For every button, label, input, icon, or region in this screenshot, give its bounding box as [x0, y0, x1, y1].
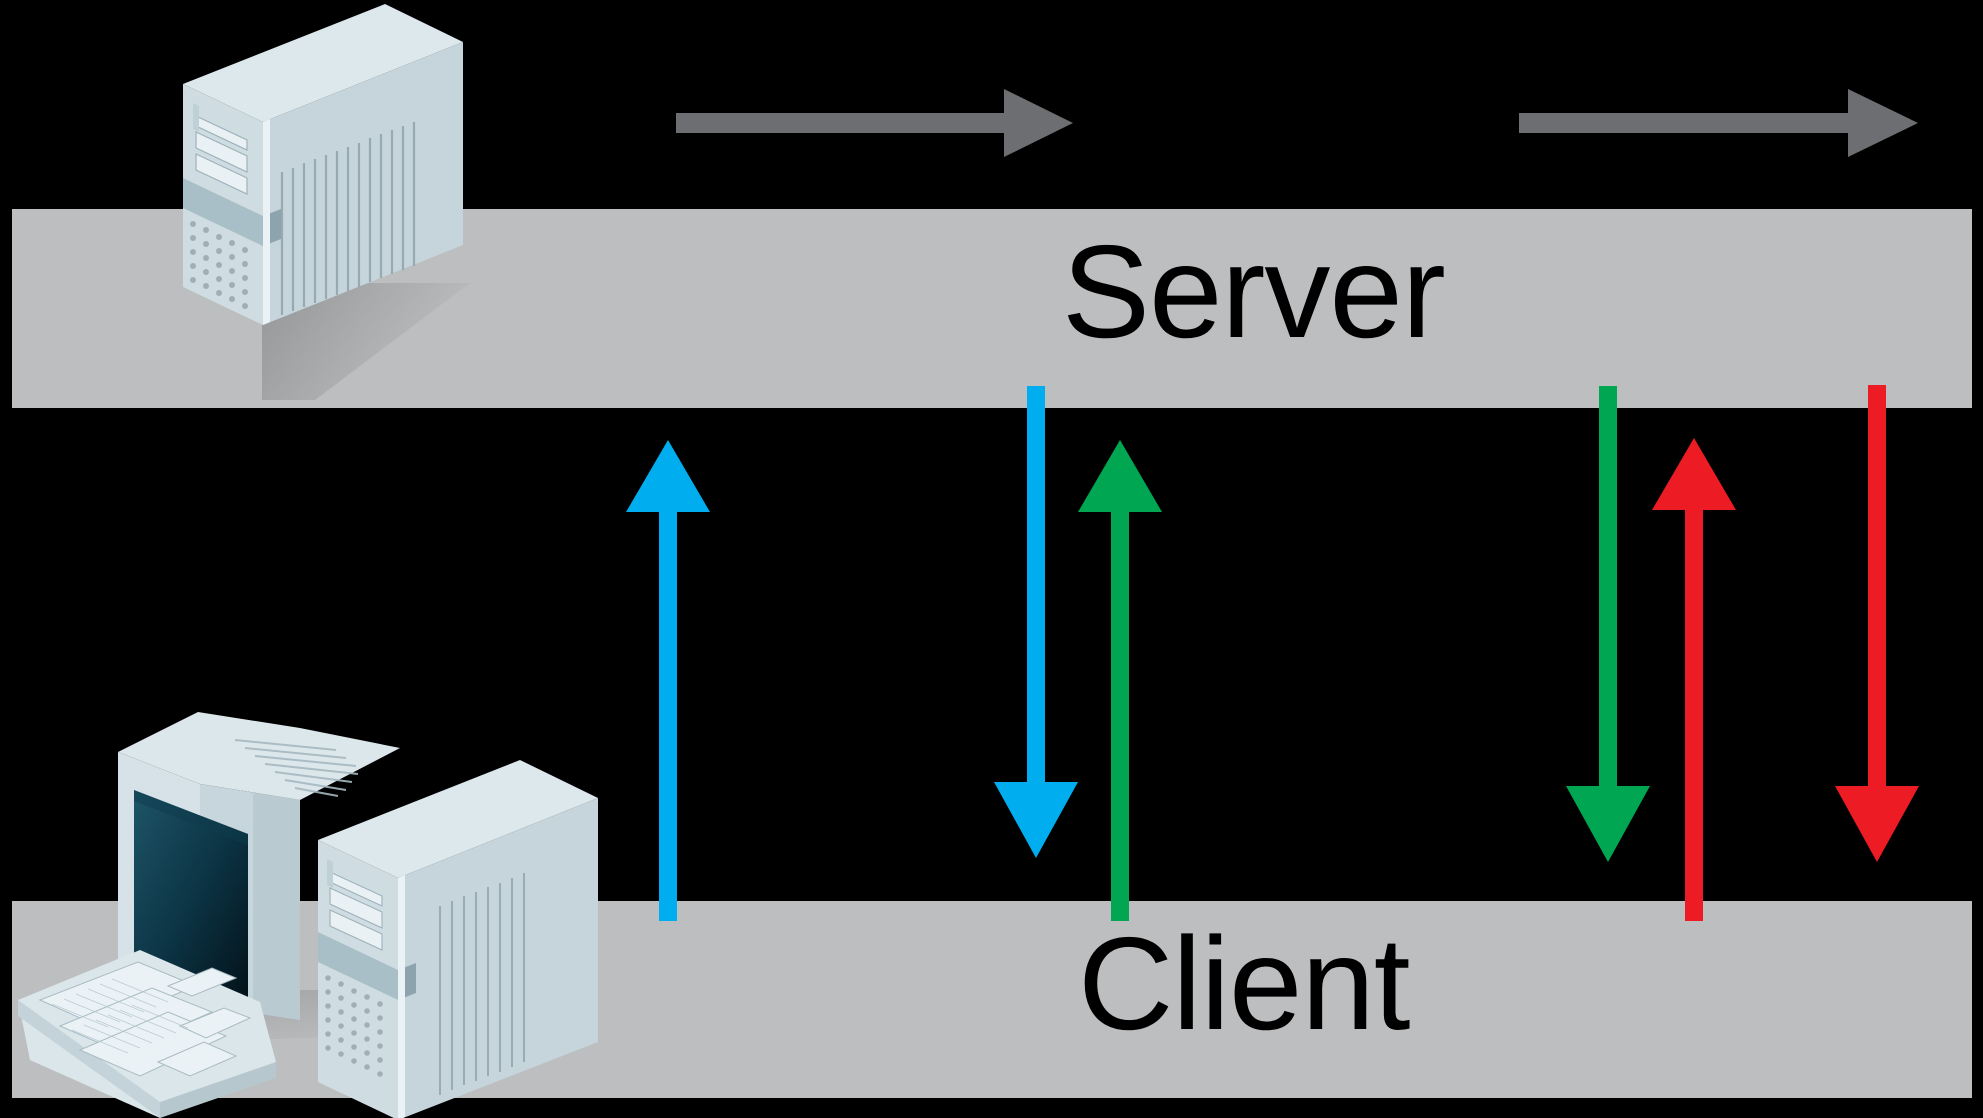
blue-arrow-down: [994, 386, 1078, 858]
server-lane-label: Server: [1062, 218, 1446, 365]
gray-arrow-1-right: [676, 89, 1073, 157]
client-lane-label: Client: [1078, 910, 1410, 1057]
green-arrow-up: [1078, 440, 1162, 921]
desktop-computer-illustration: [18, 712, 598, 1118]
gray-arrow-2-right: [1519, 89, 1918, 157]
blue-arrow-up: [626, 440, 710, 921]
green-arrow-down: [1566, 386, 1650, 862]
red-arrow-down: [1835, 385, 1919, 862]
server-tower-illustration: [183, 4, 470, 400]
red-arrow-up: [1652, 438, 1736, 921]
